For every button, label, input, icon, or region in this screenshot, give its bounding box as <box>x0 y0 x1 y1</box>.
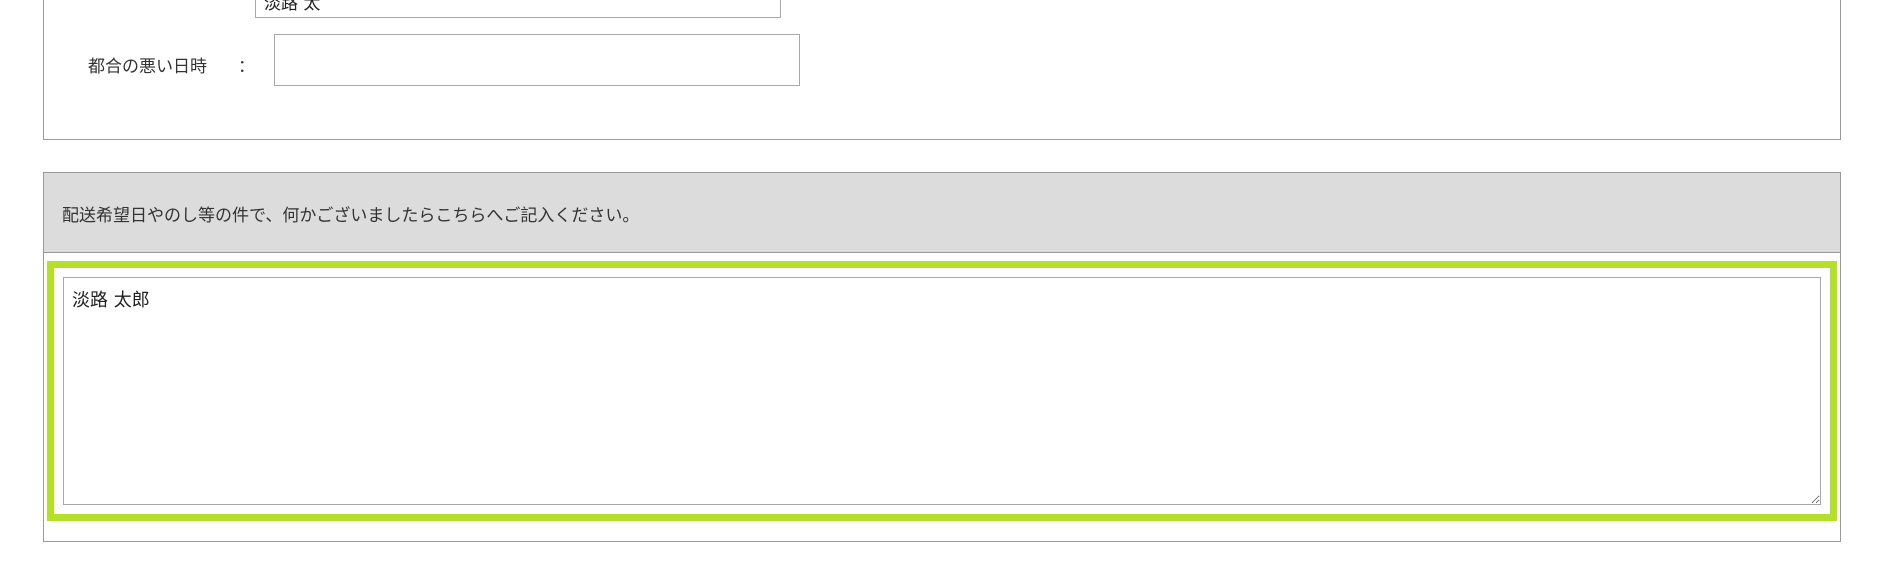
remarks-header: 配送希望日やのし等の件で、何かございましたらこちらへご記入ください。 <box>44 173 1840 253</box>
previous-input-value: 淡路 太 <box>264 0 321 14</box>
remarks-section: 配送希望日やのし等の件で、何かございましたらこちらへご記入ください。 淡路 太郎 <box>43 172 1841 542</box>
unavailable-datetime-input[interactable] <box>274 34 800 86</box>
label-colon: ： <box>238 57 255 77</box>
remarks-highlight-frame: 淡路 太郎 <box>47 261 1837 521</box>
remarks-textarea[interactable]: 淡路 太郎 <box>63 277 1821 505</box>
previous-input-field[interactable]: 淡路 太 <box>255 0 781 18</box>
remarks-prompt: 配送希望日やのし等の件で、何かございましたらこちらへご記入ください。 <box>62 206 640 226</box>
delivery-info-section: 淡路 太 都合の悪い日時 ： <box>43 0 1841 140</box>
unavailable-datetime-label: 都合の悪い日時 <box>88 57 207 77</box>
